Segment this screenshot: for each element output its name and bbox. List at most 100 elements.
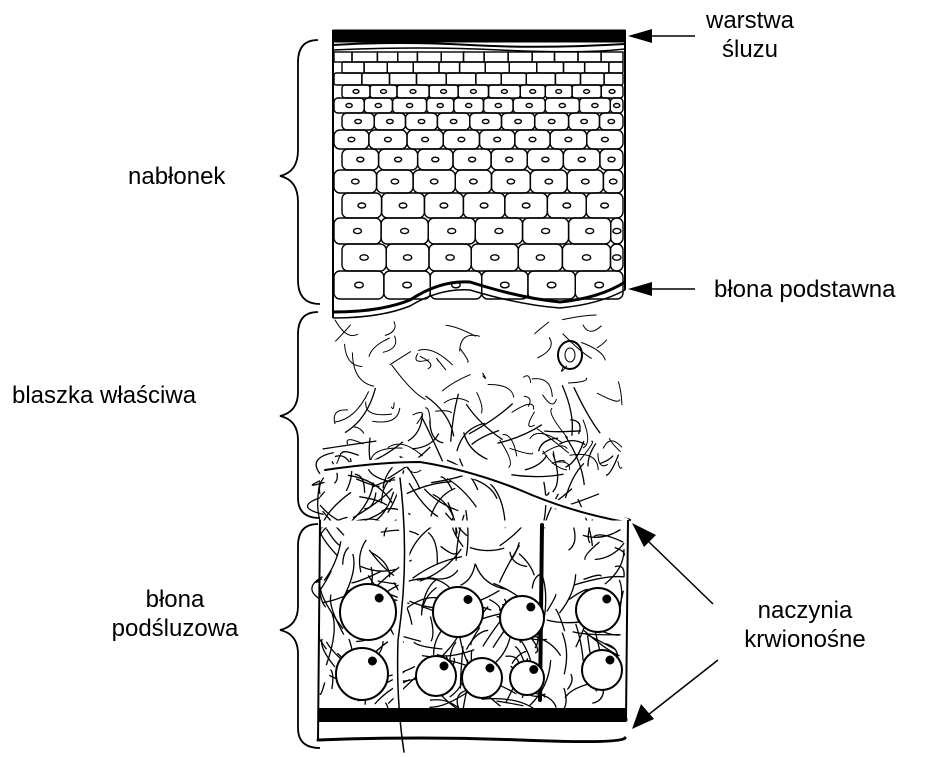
cell-nucleus [542, 157, 549, 162]
cell-nucleus [470, 179, 477, 184]
submucosa-label-line2: podśluzowa [95, 614, 255, 643]
epithelial-cell [454, 98, 484, 113]
epithelial-cell [393, 98, 427, 113]
epithelial-cell [563, 149, 600, 170]
cell-nucleus [578, 157, 585, 162]
epithelial-cell [555, 73, 580, 85]
connective-fibre [369, 338, 390, 357]
cell-nucleus [401, 228, 409, 233]
epithelial-cell [586, 193, 623, 218]
epithelial-cell [569, 218, 611, 244]
cell-nucleus [506, 157, 513, 162]
epithelial-cell [527, 149, 563, 170]
epithelial-cell [508, 52, 532, 62]
epithelial-cell [502, 113, 535, 130]
dense-fibre [345, 388, 376, 433]
dense-fibre [441, 546, 456, 554]
cell-nucleus [480, 203, 488, 208]
connective-fibre [537, 337, 551, 358]
epithelial-cell [377, 170, 414, 193]
dense-fibre [470, 548, 505, 551]
epithelial-cell [369, 130, 407, 149]
cell-nucleus [450, 119, 457, 123]
connective-fibre [500, 440, 511, 468]
fat-cell-nucleus [375, 594, 383, 602]
dense-fibre [510, 542, 520, 561]
connective-fibre [551, 408, 568, 438]
fat-cell [336, 648, 388, 700]
cell-nucleus [495, 104, 501, 108]
epithelial-cell [600, 113, 624, 130]
fat-cell-nucleus [440, 662, 448, 670]
epithelial-cell [441, 52, 463, 62]
fat-cell-nucleus [606, 656, 614, 664]
epithelial-cell [526, 73, 555, 85]
blood-vessels-label-line2: krwionośne [730, 625, 880, 654]
fat-cell [582, 650, 622, 690]
epithelial-cell [428, 218, 475, 244]
dense-fibre [466, 510, 468, 556]
epithelial-cell [475, 218, 522, 244]
epithelial-cell [384, 271, 430, 299]
epithelial-cell [334, 218, 381, 244]
epithelial-cell [427, 98, 454, 113]
epithelial-cell [458, 85, 488, 98]
connective-fibre [568, 378, 587, 383]
dense-fibre [567, 674, 572, 690]
dense-fibre [351, 572, 380, 583]
epithelial-cell [609, 62, 623, 73]
connective-fibre [618, 381, 622, 405]
dense-fibre [547, 594, 556, 611]
epithelial-cell [585, 62, 609, 73]
dense-fibre [586, 634, 616, 650]
cell-nucleus [595, 282, 604, 288]
dense-fibre [422, 418, 442, 461]
cell-nucleus [522, 203, 530, 208]
dense-fibre [539, 438, 558, 451]
epithelial-cell [501, 73, 526, 85]
cell-nucleus [437, 104, 443, 108]
dense-fibre [562, 385, 572, 436]
epithelial-cell [471, 244, 518, 271]
cell-nucleus [395, 157, 402, 162]
dense-fibre [565, 684, 589, 698]
dense-fibre [320, 682, 325, 694]
cell-nucleus [581, 119, 588, 123]
epithelial-cell [446, 73, 476, 85]
basement-membrane-arrow [628, 282, 695, 296]
connective-fibre [543, 395, 557, 404]
cell-nucleus [614, 104, 620, 108]
dense-fibre [327, 529, 340, 546]
epithelial-cell [578, 52, 601, 62]
cell-nucleus [446, 255, 454, 260]
epithelial-cell [407, 130, 443, 149]
cell-nucleus [470, 90, 476, 94]
dense-fibre [407, 523, 437, 561]
cell-nucleus [582, 179, 589, 184]
epithelial-cell [455, 170, 491, 193]
dense-fibre [414, 642, 443, 649]
epithelial-cell [429, 244, 471, 271]
epithelial-cell [569, 113, 600, 130]
cell-nucleus [469, 157, 476, 162]
epithelial-cell [604, 73, 623, 85]
epithelial-cell [545, 85, 572, 98]
epithelial-cell [505, 193, 548, 218]
epithelial-cell [603, 170, 623, 193]
cell-nucleus [494, 137, 501, 141]
fat-cell [500, 596, 544, 640]
epithelial-cell [518, 244, 562, 271]
cell-nucleus [545, 179, 552, 184]
epithelial-cell [601, 85, 623, 98]
arrows [628, 29, 718, 729]
epithelial-cell [429, 85, 458, 98]
cell-nucleus [466, 104, 472, 108]
dense-fibre [428, 533, 437, 564]
epithelial-cell [342, 149, 379, 170]
epithelial-cell [480, 130, 515, 149]
epithelial-cell [386, 244, 429, 271]
epithelial-cell [453, 149, 491, 170]
dense-fibre [472, 431, 500, 445]
connective-fibre [391, 402, 394, 408]
connective-fibre [512, 404, 534, 412]
